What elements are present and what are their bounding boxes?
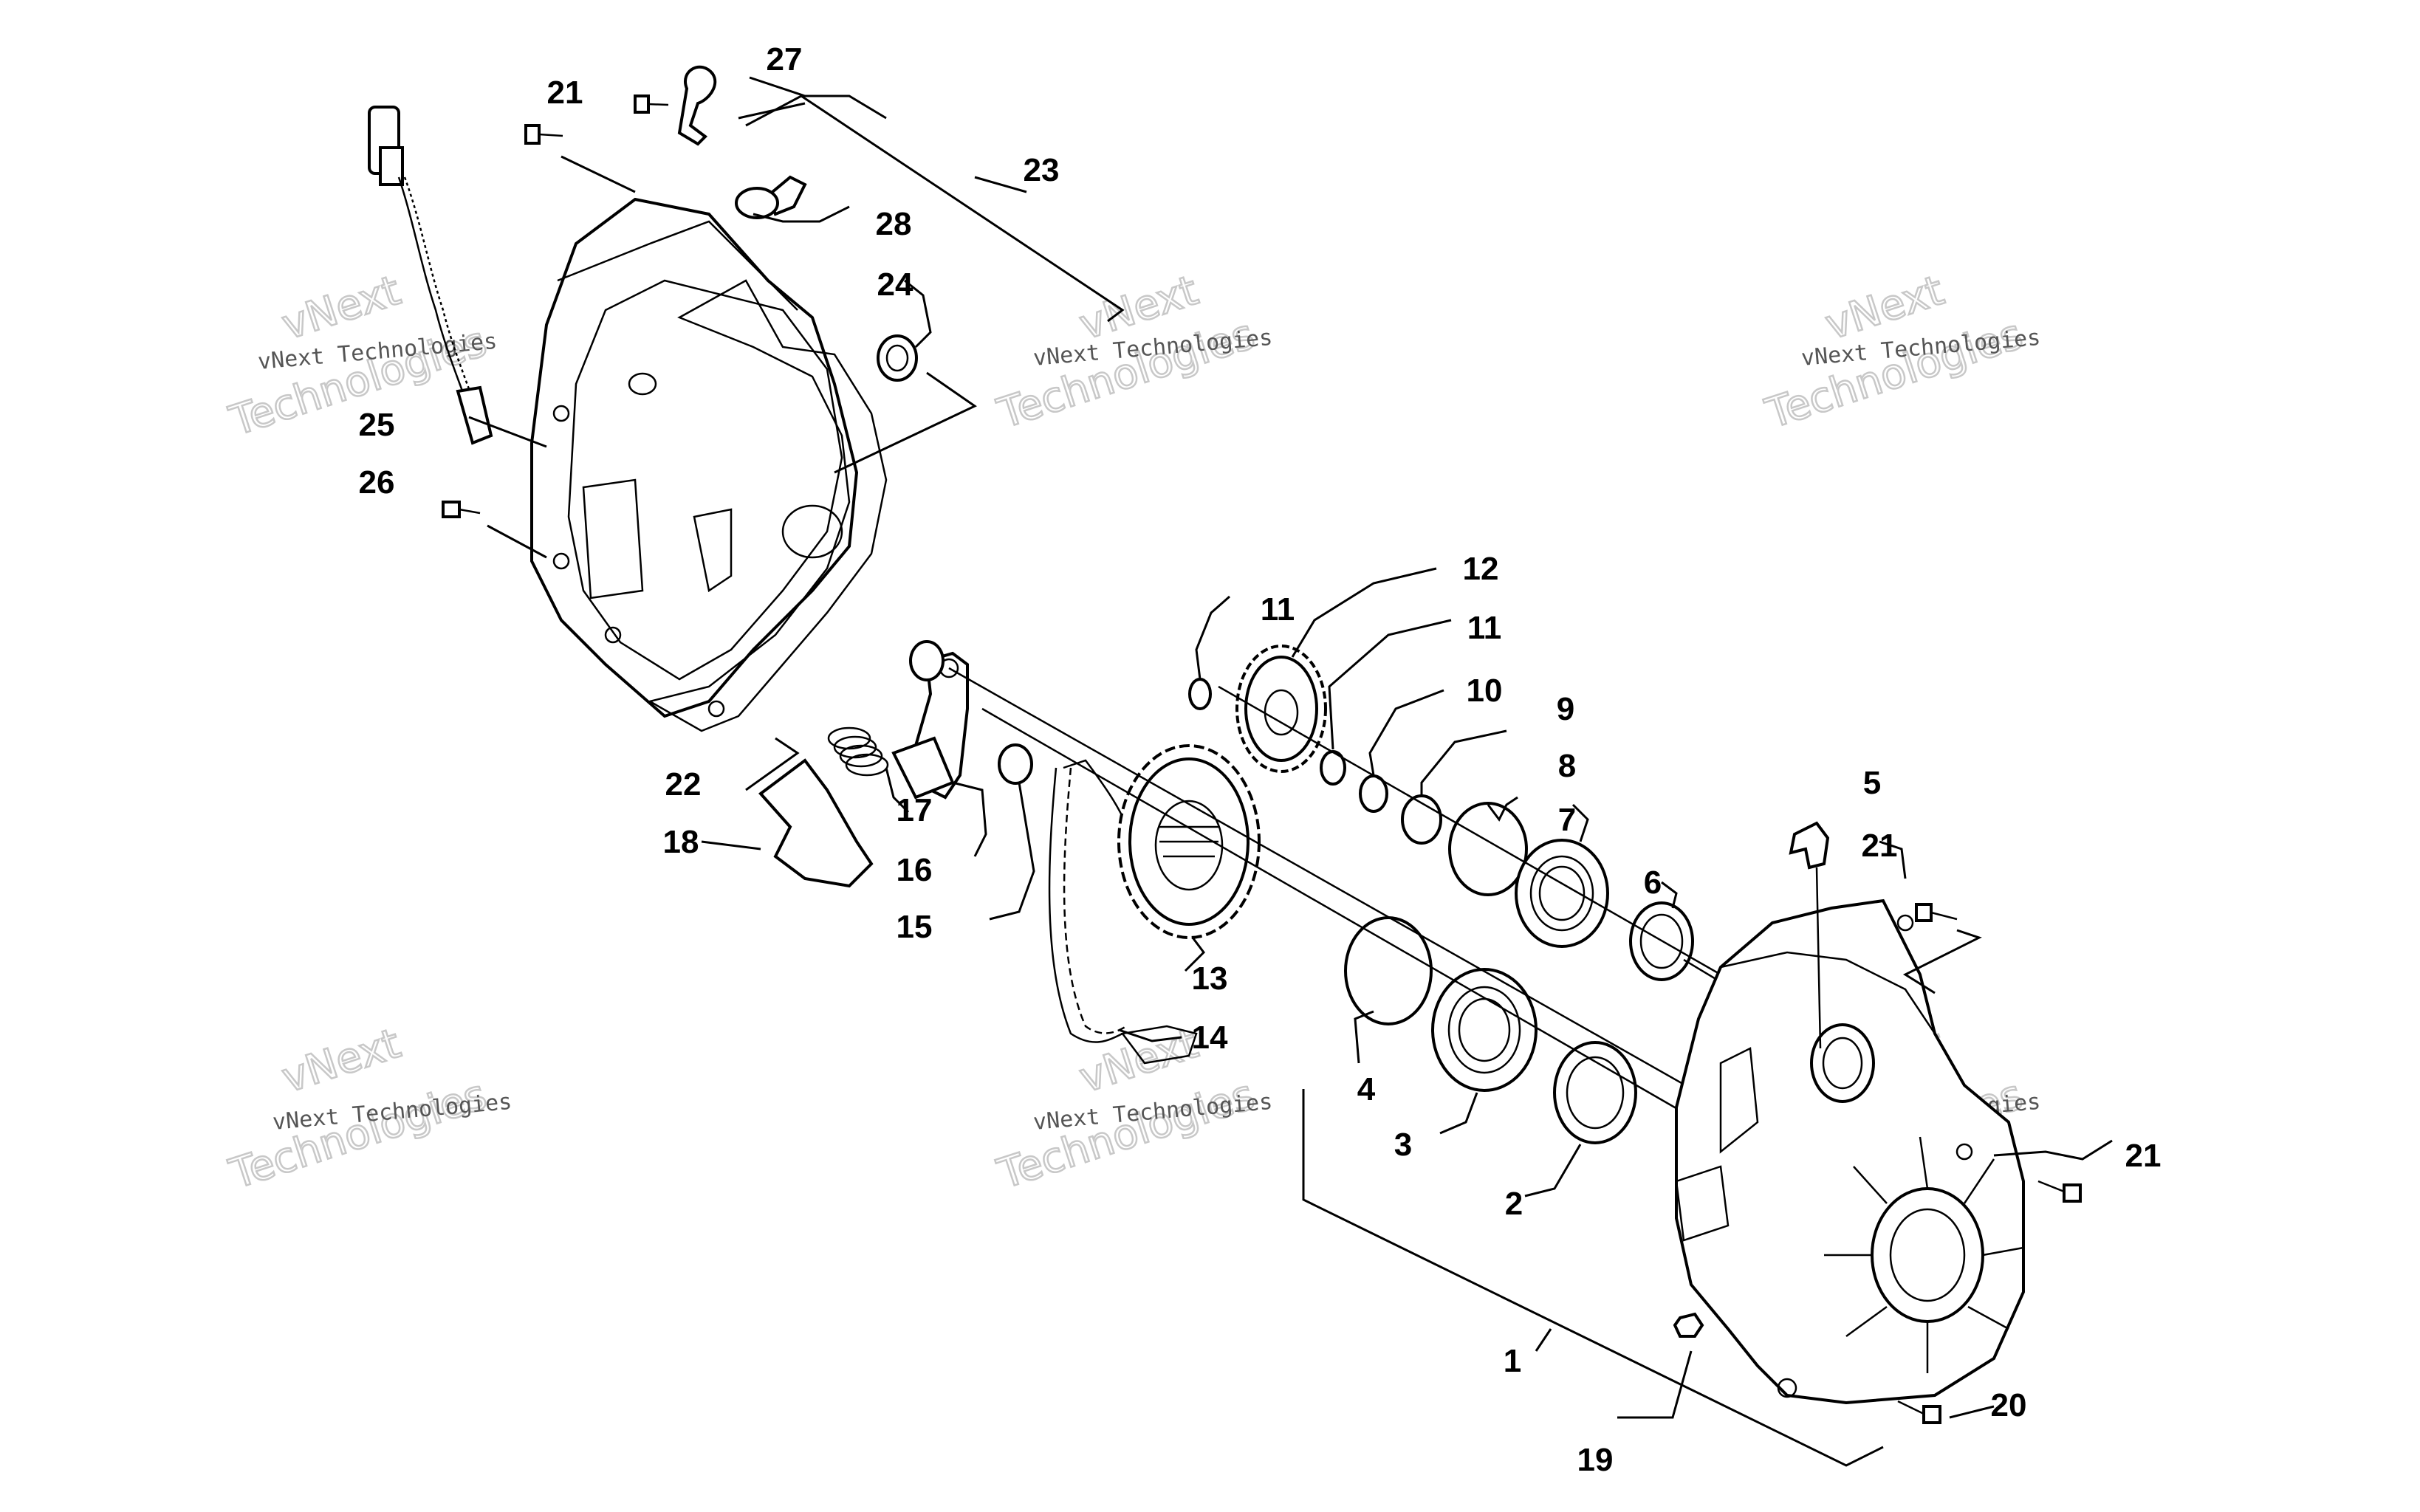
elbow-fitting: [1789, 821, 1830, 1049]
bearing-7: [1515, 839, 1609, 948]
callout-6: 6: [1644, 865, 1662, 901]
callout-22: 22: [665, 766, 702, 803]
cover-gasket: [647, 279, 888, 732]
callout-27: 27: [767, 41, 803, 78]
o-ring-8: [1448, 802, 1528, 896]
callout-28: 28: [876, 206, 912, 242]
callout-24: 24: [877, 267, 914, 303]
housing-nut: [1673, 1312, 1704, 1338]
callout-7: 7: [1558, 802, 1576, 838]
callout-25: 25: [359, 407, 395, 443]
callout-3: 3: [1394, 1127, 1412, 1163]
outer-cover: [530, 197, 859, 718]
callout-5: 5: [1863, 765, 1881, 801]
tensioner-spring: [827, 726, 889, 777]
callout-10: 10: [1467, 673, 1503, 709]
cover-seal: [877, 334, 918, 382]
callout-4: 4: [1357, 1071, 1376, 1107]
snap-ring-left: [1188, 678, 1212, 710]
wire-clamp: [677, 65, 717, 146]
driven-sprocket: [1235, 645, 1327, 773]
callout-23: 23: [1024, 152, 1060, 188]
callout-21-top: 21: [547, 75, 583, 111]
leader-lines-right: [701, 567, 2113, 1467]
svg-text:vNext: vNext: [276, 1020, 406, 1102]
callout-11-left: 11: [1261, 591, 1295, 628]
breather-plug: [735, 175, 807, 219]
callout-11-right: 11: [1467, 610, 1502, 646]
bolt-housing-top: [1915, 903, 1958, 922]
callout-9: 9: [1557, 691, 1574, 727]
bolt-cover-lower: [442, 501, 481, 518]
callout-16: 16: [897, 852, 933, 888]
callout-21-right: 21: [2125, 1138, 2162, 1174]
speed-sensor-harness: [368, 106, 493, 445]
callout-14: 14: [1192, 1020, 1228, 1056]
chaincase-housing: [1675, 898, 2025, 1405]
callout-13: 13: [1192, 961, 1228, 997]
watermark-bottom-left: vNext Technologies vNext Technologies: [223, 1019, 513, 1200]
callout-8: 8: [1558, 748, 1576, 784]
bolt-top-clamp: [634, 94, 669, 114]
callout-19: 19: [1577, 1442, 1614, 1478]
callout-1: 1: [1504, 1343, 1521, 1379]
bolt-housing-right: [2037, 1180, 2082, 1203]
callout-15: 15: [897, 909, 933, 945]
assembly-axis-lines: [948, 667, 1721, 1131]
tensioner-washer: [909, 640, 945, 681]
callout-2: 2: [1505, 1186, 1523, 1222]
bolt-housing-bottom: [1897, 1400, 1941, 1424]
svg-text:vNext: vNext: [276, 267, 406, 349]
drive-sprocket: [1117, 744, 1261, 939]
watermark-top-right: vNext Technologies vNext Technologies: [1759, 266, 2042, 439]
callout-20: 20: [1991, 1387, 2027, 1423]
leader-lines-left: [468, 76, 1125, 791]
callout-17: 17: [897, 792, 933, 828]
callout-12: 12: [1463, 551, 1499, 587]
tensioner-snap-ring: [998, 743, 1033, 785]
bearing-3: [1431, 968, 1538, 1092]
watermark-top-center: vNext Technologies vNext Technologies: [991, 266, 1274, 439]
tensioner-arm: [891, 651, 969, 800]
callout-21-right-top: 21: [1862, 828, 1898, 864]
callout-18: 18: [663, 824, 699, 860]
chain-tensioner-shoe: [758, 758, 874, 888]
bolt-top-cover: [524, 124, 563, 145]
callout-26: 26: [359, 464, 395, 501]
svg-text:Technologies: Technologies: [224, 1071, 492, 1198]
seal-2: [1553, 1041, 1637, 1144]
callout-labels: 21 27 23 28 24 25 26 22 18 17 16 15 13 1…: [359, 41, 2162, 1478]
